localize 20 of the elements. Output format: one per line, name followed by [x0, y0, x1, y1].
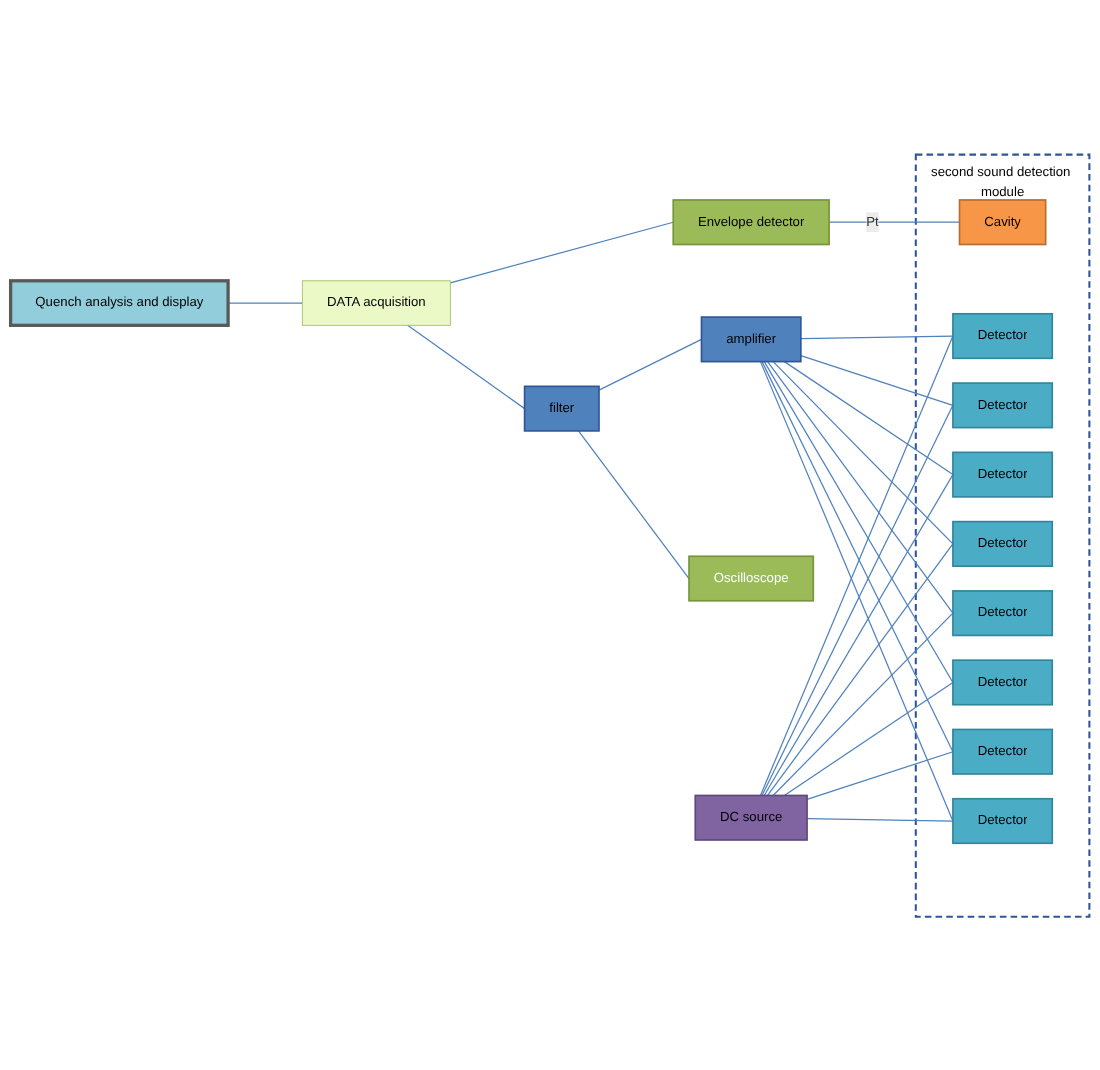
connector-line — [763, 473, 954, 796]
connector-line — [766, 542, 954, 796]
connector-line — [772, 360, 954, 544]
connector-line — [763, 360, 954, 683]
connector-line — [761, 360, 954, 752]
connector-line — [800, 354, 954, 406]
connector-line — [806, 750, 954, 800]
connector-line — [806, 817, 954, 821]
connector-line — [772, 611, 954, 796]
connector-line — [828, 220, 961, 223]
connector-line — [449, 220, 674, 283]
connector-line — [800, 334, 954, 339]
connector-line — [577, 429, 690, 579]
connector-line — [598, 338, 703, 391]
connector-line — [407, 324, 526, 409]
connector-line — [761, 404, 954, 796]
connector-line — [227, 301, 303, 303]
connector-line — [766, 360, 954, 614]
connector-line — [783, 681, 954, 796]
connector-line — [783, 360, 954, 475]
